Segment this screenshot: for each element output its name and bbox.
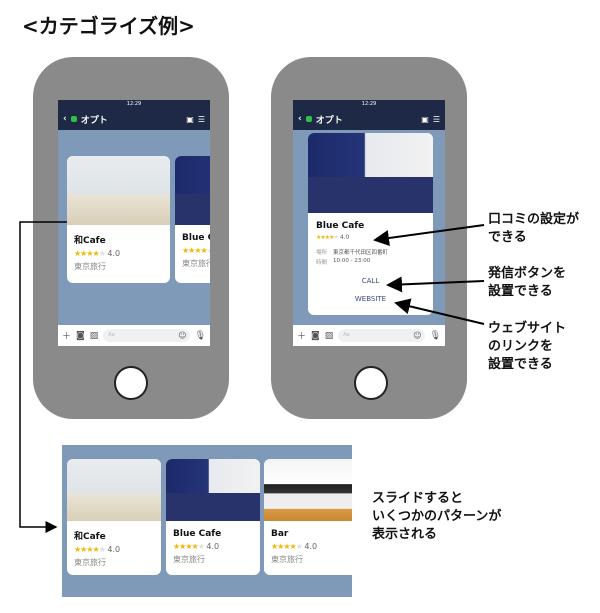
annotation-review: 口コミの設定ができる (488, 211, 579, 247)
card-category: 東京旅行 (182, 259, 210, 268)
annotation-line: 設置できる (488, 284, 553, 299)
carousel-card[interactable]: Blue Cafe ★★★★★ 4.0 東京旅行 (175, 156, 210, 283)
card-category: 東京旅行 (74, 558, 106, 567)
rating-value: 4.0 (107, 545, 121, 554)
menu-icon[interactable]: ☰ (197, 114, 205, 124)
star-rating-icon: ★★★★★ (74, 545, 106, 554)
card-image (67, 459, 161, 521)
shield-icon (305, 116, 312, 122)
image-icon[interactable]: ▨ (324, 330, 334, 341)
hours-label: 時間 (316, 260, 328, 266)
card-category: 東京旅行 (74, 262, 106, 271)
card-image (308, 133, 433, 213)
star-rating-icon: ★★★★★ (316, 234, 339, 241)
card-image (67, 156, 170, 225)
rating-value: 4.0 (304, 542, 318, 551)
carousel-preview: 和Cafe ★★★★★ 4.0 東京旅行 Blue Cafe ★★★★★ 4.0… (62, 445, 352, 597)
page-title: <カテゴライズ例> (22, 14, 195, 38)
card-name: 和Cafe (74, 532, 106, 542)
annotation-line: スライドすると (372, 491, 464, 506)
annotation-line: 表示される (372, 527, 438, 542)
note-icon[interactable]: ▣ (186, 114, 194, 124)
mic-icon[interactable]: 🎙 (194, 330, 206, 341)
rating-value: 4.0 (107, 249, 121, 258)
input-placeholder: Aa (343, 332, 350, 338)
hours-value: 10:00 - 23:00 (333, 258, 371, 264)
back-icon[interactable]: ‹ (63, 114, 67, 124)
message-input[interactable]: Aa ☺ (338, 329, 425, 342)
call-arrow (386, 276, 485, 293)
place-value: 東京都千代田区四番町 (333, 250, 389, 256)
card-image (175, 156, 210, 225)
carousel-card[interactable]: 和Cafe ★★★★★ 4.0 東京旅行 (67, 156, 170, 283)
emoji-icon[interactable]: ☺ (178, 331, 187, 340)
card-name: Blue Cafe (316, 221, 365, 231)
home-button (114, 366, 148, 400)
image-icon[interactable]: ▨ (89, 330, 99, 341)
annotation-line: ウェブサイト (488, 321, 567, 336)
chat-screen: 12:29 ‹ オプト ▣ ☰ Blue Cafe ★★★★★ 4.0 場所東京… (293, 100, 445, 346)
phone-mockup-detail: 12:29 ‹ オプト ▣ ☰ Blue Cafe ★★★★★ 4.0 場所東京… (271, 57, 467, 419)
status-bar: 12:29 (58, 100, 210, 108)
call-button[interactable]: CALL (361, 277, 380, 285)
home-button (354, 366, 388, 400)
card-category: 東京旅行 (271, 555, 303, 564)
star-rating-icon: ★★★★★ (271, 542, 303, 551)
chat-header: ‹ オプト ▣ ☰ (58, 108, 210, 130)
card-image (166, 459, 260, 521)
camera-icon[interactable]: ◙ (76, 330, 85, 341)
carousel-card[interactable]: 和Cafe ★★★★★ 4.0 東京旅行 (67, 459, 161, 575)
annotation-website: ウェブサイトのリンクを設置できる (488, 320, 566, 374)
message-input[interactable]: Aa ☺ (103, 329, 190, 342)
rating-value: 4.0 (206, 542, 220, 551)
place-label: 場所 (316, 250, 328, 256)
card-image (264, 459, 352, 521)
annotation-call: 発信ボタンを設置できる (488, 265, 566, 301)
annotation-line: 設置できる (488, 357, 553, 372)
note-icon[interactable]: ▣ (421, 114, 429, 124)
annotation-slide: スライドするといくつかのパターンが表示される (372, 490, 501, 544)
back-icon[interactable]: ‹ (298, 114, 302, 124)
input-placeholder: Aa (108, 332, 115, 338)
mic-icon[interactable]: 🎙 (429, 330, 441, 341)
star-rating-icon: ★★★★★ (74, 249, 106, 258)
card-name: Blue Cafe (182, 233, 210, 243)
star-rating-icon: ★★★★★ (182, 246, 210, 255)
chat-name: オプト (80, 115, 108, 126)
card-category: 東京旅行 (173, 555, 205, 564)
menu-icon[interactable]: ☰ (432, 114, 440, 124)
annotation-line: できる (488, 230, 527, 245)
review-arrow (373, 224, 485, 247)
chat-screen: 12:29 ‹ オプト ▣ ☰ 和Cafe ★★★★★ 4.0 東京旅行 Blu… (58, 100, 210, 346)
plus-icon[interactable]: ＋ (297, 332, 307, 342)
annotation-line: いくつかのパターンが (372, 509, 502, 524)
emoji-icon[interactable]: ☺ (413, 331, 422, 340)
status-bar: 12:29 (293, 100, 445, 108)
annotation-line: 発信ボタンを (488, 266, 567, 281)
website-arrow (394, 298, 485, 325)
chat-name: オプト (315, 115, 343, 126)
input-bar: ＋ ◙ ▨ Aa ☺ 🎙 (293, 325, 445, 346)
connector-arrow (19, 221, 67, 533)
phone-mockup-carousel: 12:29 ‹ オプト ▣ ☰ 和Cafe ★★★★★ 4.0 東京旅行 Blu… (33, 57, 229, 419)
annotation-line: 口コミの設定が (488, 212, 580, 227)
card-name: Bar (271, 529, 289, 539)
card-name: Blue Cafe (173, 529, 222, 539)
annotation-line: のリンクを (488, 339, 554, 354)
rating-value: 4.0 (339, 234, 350, 241)
camera-icon[interactable]: ◙ (311, 330, 320, 341)
carousel-card[interactable]: Bar ★★★★★ 4.0 東京旅行 (264, 459, 352, 575)
carousel-card[interactable]: Blue Cafe ★★★★★ 4.0 東京旅行 (166, 459, 260, 575)
input-bar: ＋ ◙ ▨ Aa ☺ 🎙 (58, 325, 210, 346)
plus-icon[interactable]: ＋ (62, 332, 72, 342)
card-name: 和Cafe (74, 236, 106, 246)
chat-header: ‹ オプト ▣ ☰ (293, 108, 445, 130)
star-rating-icon: ★★★★★ (173, 542, 205, 551)
website-button[interactable]: WEBSITE (354, 295, 387, 303)
shield-icon (70, 116, 77, 122)
